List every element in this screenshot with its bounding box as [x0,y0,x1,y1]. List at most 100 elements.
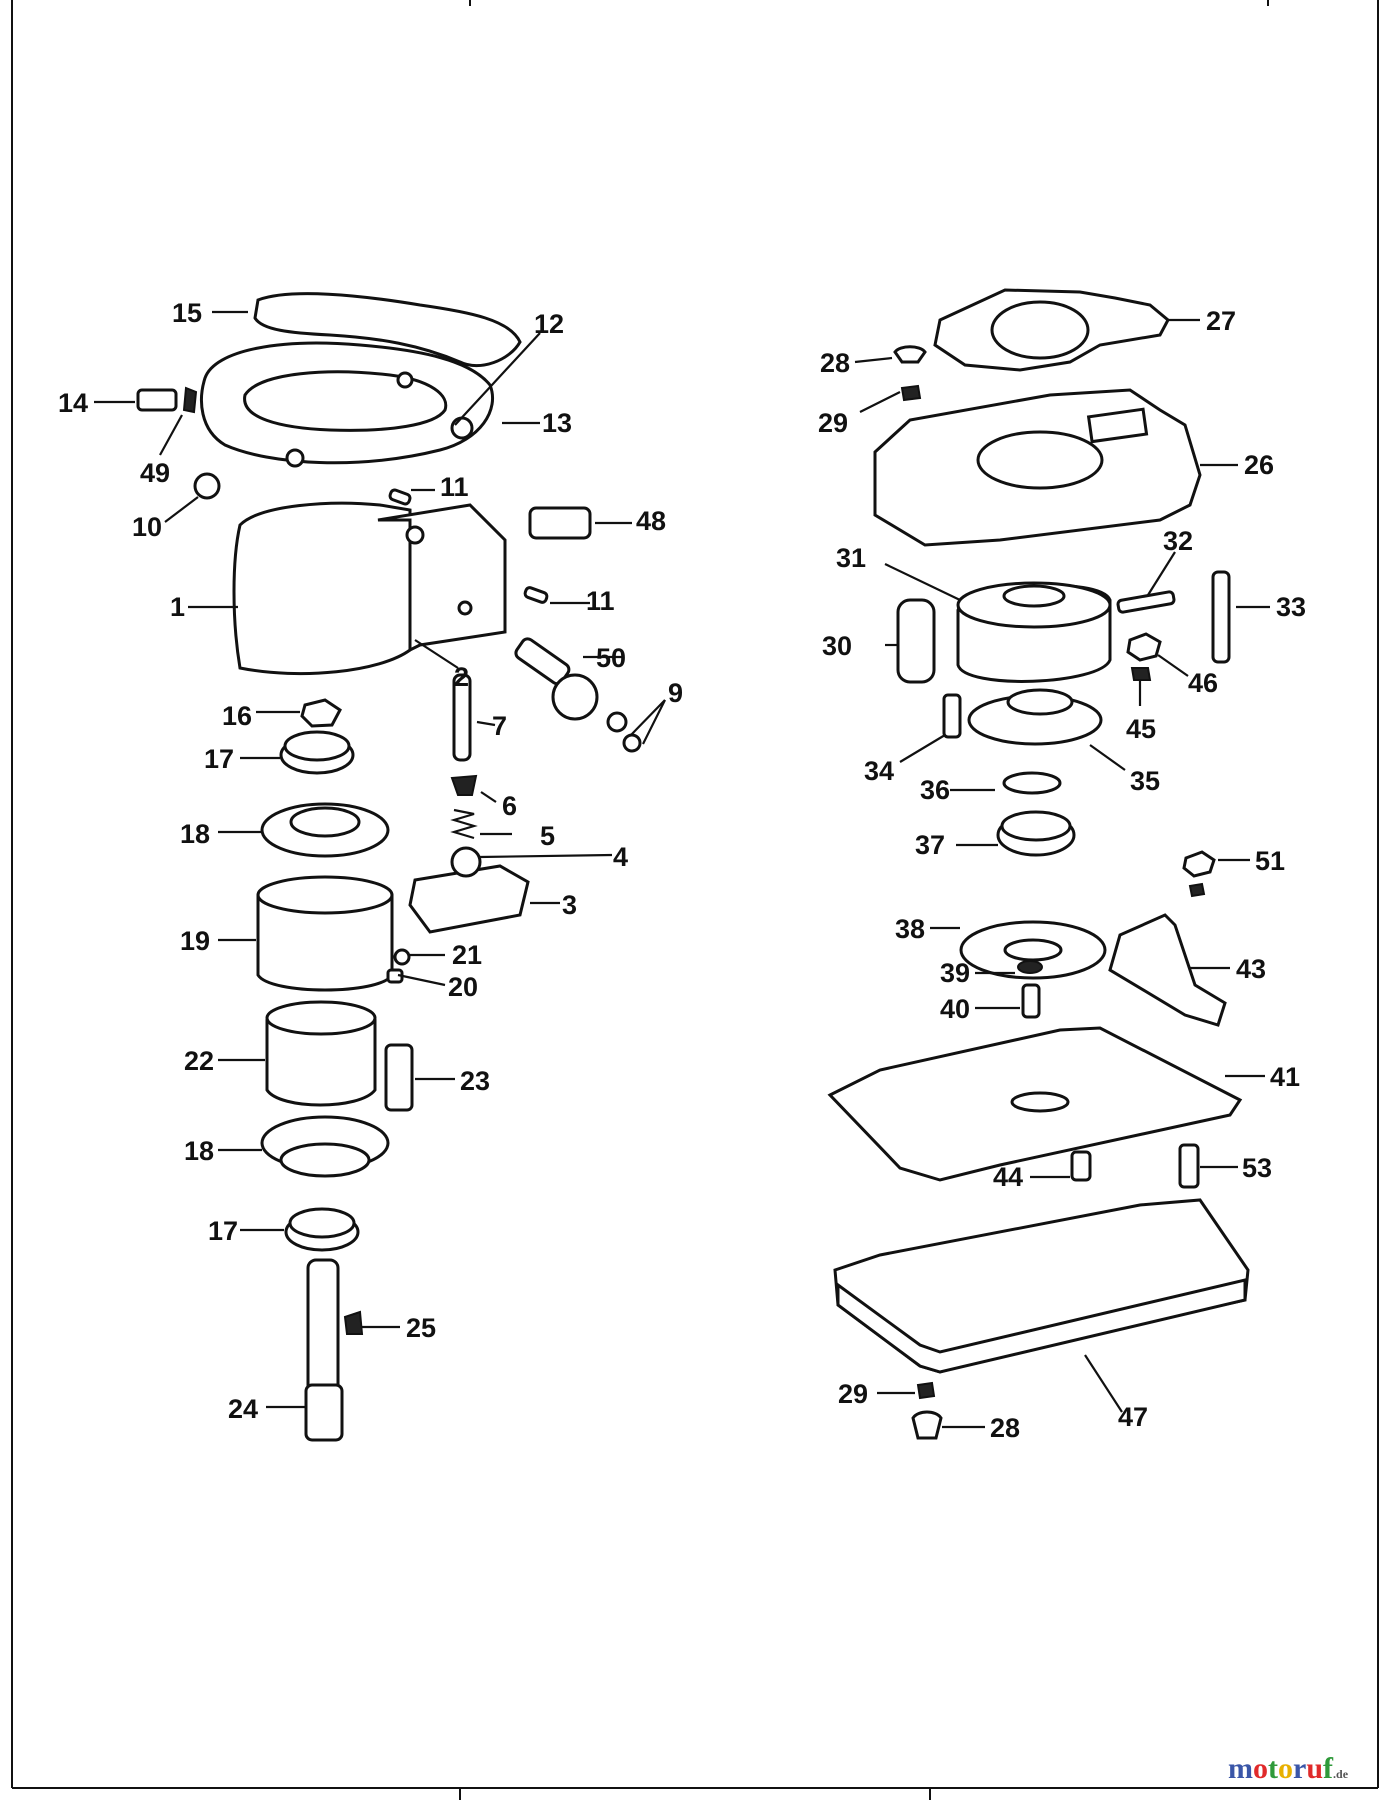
callout-20: 20 [448,972,478,1002]
logo-letter: f [1323,1752,1334,1785]
callout-labels: 15 12 13 14 49 10 11 48 1 11 2 50 9 16 7… [58,298,1306,1443]
part-40-screw [1021,983,1041,1019]
housing-hole [396,371,414,389]
callout-36: 36 [920,775,950,805]
part-6-cap [450,774,478,796]
callout-13: 13 [542,408,572,438]
callout-35: 35 [1130,766,1160,796]
callout-29-top: 29 [818,408,848,438]
callout-34: 34 [864,756,894,786]
part-28-screw-bottom [911,1410,943,1440]
part-9-clip-b [622,733,642,753]
callout-45: 45 [1126,714,1156,744]
callout-30: 30 [822,631,852,661]
part-29-washer-bottom [916,1381,936,1400]
part-1-motor-housing [232,501,412,676]
switch-hole [405,525,425,545]
part-27-gasket-opening [990,300,1090,360]
part-11-pin-right [523,586,549,604]
callout-6: 6 [502,791,517,821]
part-34-screw [942,693,962,739]
callout-14: 14 [58,388,88,418]
callout-43: 43 [1236,954,1266,984]
logo-letter: o [1278,1752,1293,1785]
callout-1: 1 [170,592,185,622]
callout-5: 5 [540,821,555,851]
logo-letter: t [1268,1752,1278,1785]
callout-48: 48 [636,506,666,536]
callout-18-lower: 18 [184,1136,214,1166]
callout-29-bottom: 29 [838,1379,868,1409]
part-4-button [450,846,482,878]
part-46-nut [1126,632,1162,662]
part-39-washer [1017,960,1043,974]
callout-18-upper: 18 [180,819,210,849]
part-25-key [343,1310,364,1335]
callout-17-upper: 17 [204,744,234,774]
logo-letter: u [1306,1752,1324,1785]
part-51-washer [1188,882,1206,898]
callout-37: 37 [915,830,945,860]
part-36-ring [1002,771,1062,795]
callout-38: 38 [895,914,925,944]
callout-16: 16 [222,701,252,731]
callout-19: 19 [180,926,210,956]
callout-23: 23 [460,1066,490,1096]
callout-12: 12 [534,309,564,339]
part-15-top-cover [253,292,522,368]
callout-33: 33 [1276,592,1306,622]
part-26-shroud-window [1086,407,1149,444]
part-23-brush [384,1043,414,1112]
callout-15: 15 [172,298,202,328]
part-19-stator-top [256,875,394,915]
part-18-baffle-lower-hub [279,1142,371,1178]
part-18-baffle-upper-hub [289,806,361,838]
callout-39: 39 [940,958,970,988]
part-16-nut [300,698,342,728]
part-44-screw [1070,1150,1092,1182]
part-13-screw-hole [285,448,305,468]
part-31-fan-hub [1002,584,1066,608]
part-30-spacer [896,598,936,684]
part-45-washer [1130,667,1152,681]
callout-49: 49 [140,458,170,488]
callout-11-top: 11 [440,472,469,502]
part-24-spindle-tip [304,1383,344,1442]
callout-3: 3 [562,890,577,920]
part-7-plunger [452,673,472,762]
part-43-paper-clamp [1108,913,1227,1027]
part-3-switch-plate [408,864,530,934]
left-motor-assembly [94,292,666,1442]
part-41-center-hole [1010,1091,1070,1113]
callout-27: 27 [1206,306,1236,336]
watermark-logo: motoruf.de [1228,1752,1378,1792]
logo-letter: r [1293,1752,1307,1785]
callout-26: 26 [1244,450,1274,480]
callout-47: 47 [1118,1402,1148,1432]
switch-hole-lower [457,600,473,616]
callout-25: 25 [406,1313,436,1343]
part-53-screw [1178,1143,1200,1189]
callout-4: 4 [613,842,628,872]
diagram-frame [11,0,1379,1800]
callout-28-top: 28 [820,348,850,378]
callout-10: 10 [132,512,162,542]
logo-suffix: .de [1333,1767,1349,1781]
part-5-spring [450,808,478,840]
callout-17-lower: 17 [208,1216,238,1246]
callout-40: 40 [940,994,970,1024]
part-14-screw [136,388,178,412]
part-37-bearing-face [1000,810,1072,842]
part-48-cable-connector [528,506,592,540]
callout-28-bottom: 28 [990,1413,1020,1443]
part-12-screw-hole [450,416,474,440]
part-10-ring [193,472,221,500]
callout-46: 46 [1188,668,1218,698]
part-38-plate-center [1003,938,1063,962]
part-47-pad-cushion [836,1278,1247,1374]
callout-53: 53 [1242,1153,1272,1183]
callout-41: 41 [1270,1062,1300,1092]
callout-7: 7 [492,711,507,741]
part-22-armature-top [265,1000,377,1036]
